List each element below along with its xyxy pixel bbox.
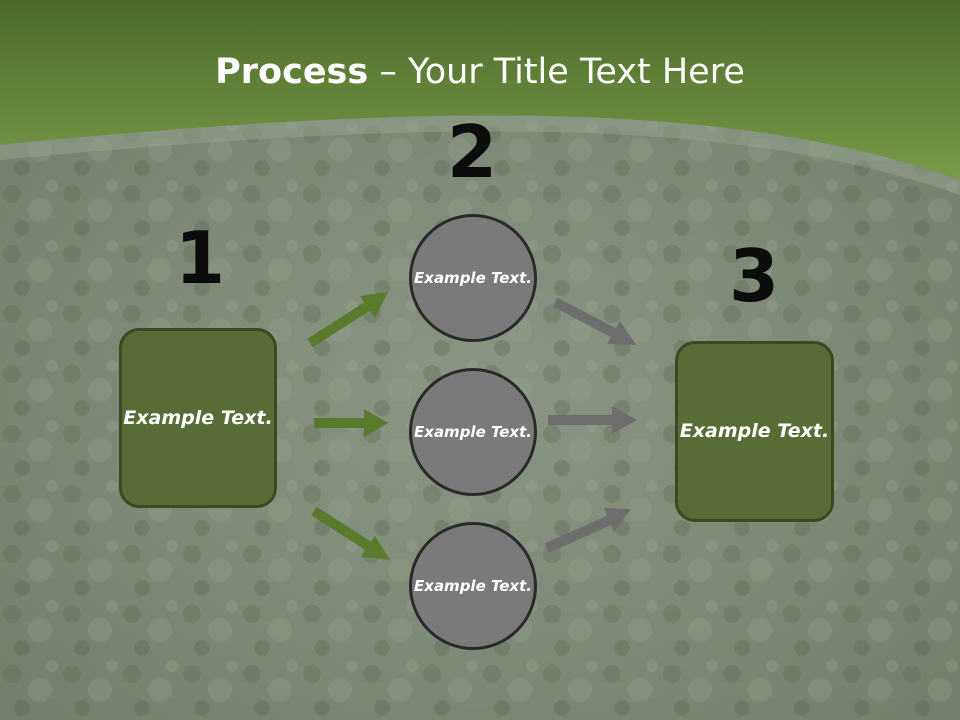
circle-bottom: Example Text.	[409, 522, 537, 650]
slide-title: Process – Your Title Text Here	[0, 52, 960, 92]
arrow-left-middle	[314, 409, 388, 437]
right-box: Example Text.	[675, 341, 834, 522]
arrow-left-top	[307, 292, 388, 348]
arrow-left-bottom	[311, 506, 390, 560]
step-number-3: 3	[728, 234, 780, 318]
left-box: Example Text.	[119, 328, 277, 508]
step-number-1: 1	[174, 216, 226, 300]
arrow-right-middle	[548, 406, 637, 434]
circle-middle: Example Text.	[409, 368, 537, 496]
title-rest: – Your Title Text Here	[368, 52, 745, 92]
step-number-2: 2	[446, 110, 498, 194]
circle-top: Example Text.	[409, 214, 537, 342]
arrow-right-top	[552, 297, 636, 345]
arrow-right-bottom	[544, 508, 631, 553]
title-bold: Process	[215, 52, 369, 92]
